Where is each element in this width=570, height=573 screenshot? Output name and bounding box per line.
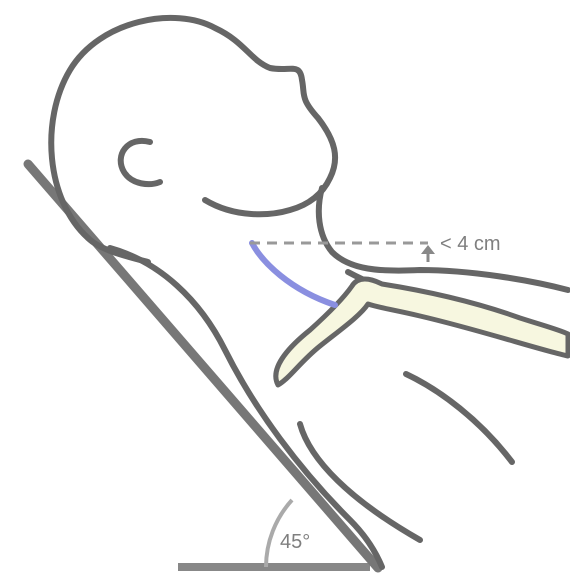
head-outline xyxy=(51,18,335,238)
height-arrow-head xyxy=(421,245,435,254)
arm-contour-upper xyxy=(406,374,512,462)
ear-outline xyxy=(121,141,160,184)
jugular-vein xyxy=(252,243,335,305)
height-label: < 4 cm xyxy=(440,233,501,255)
angle-label: 45° xyxy=(280,531,310,553)
backboard xyxy=(28,164,378,568)
clavicle xyxy=(276,279,568,385)
